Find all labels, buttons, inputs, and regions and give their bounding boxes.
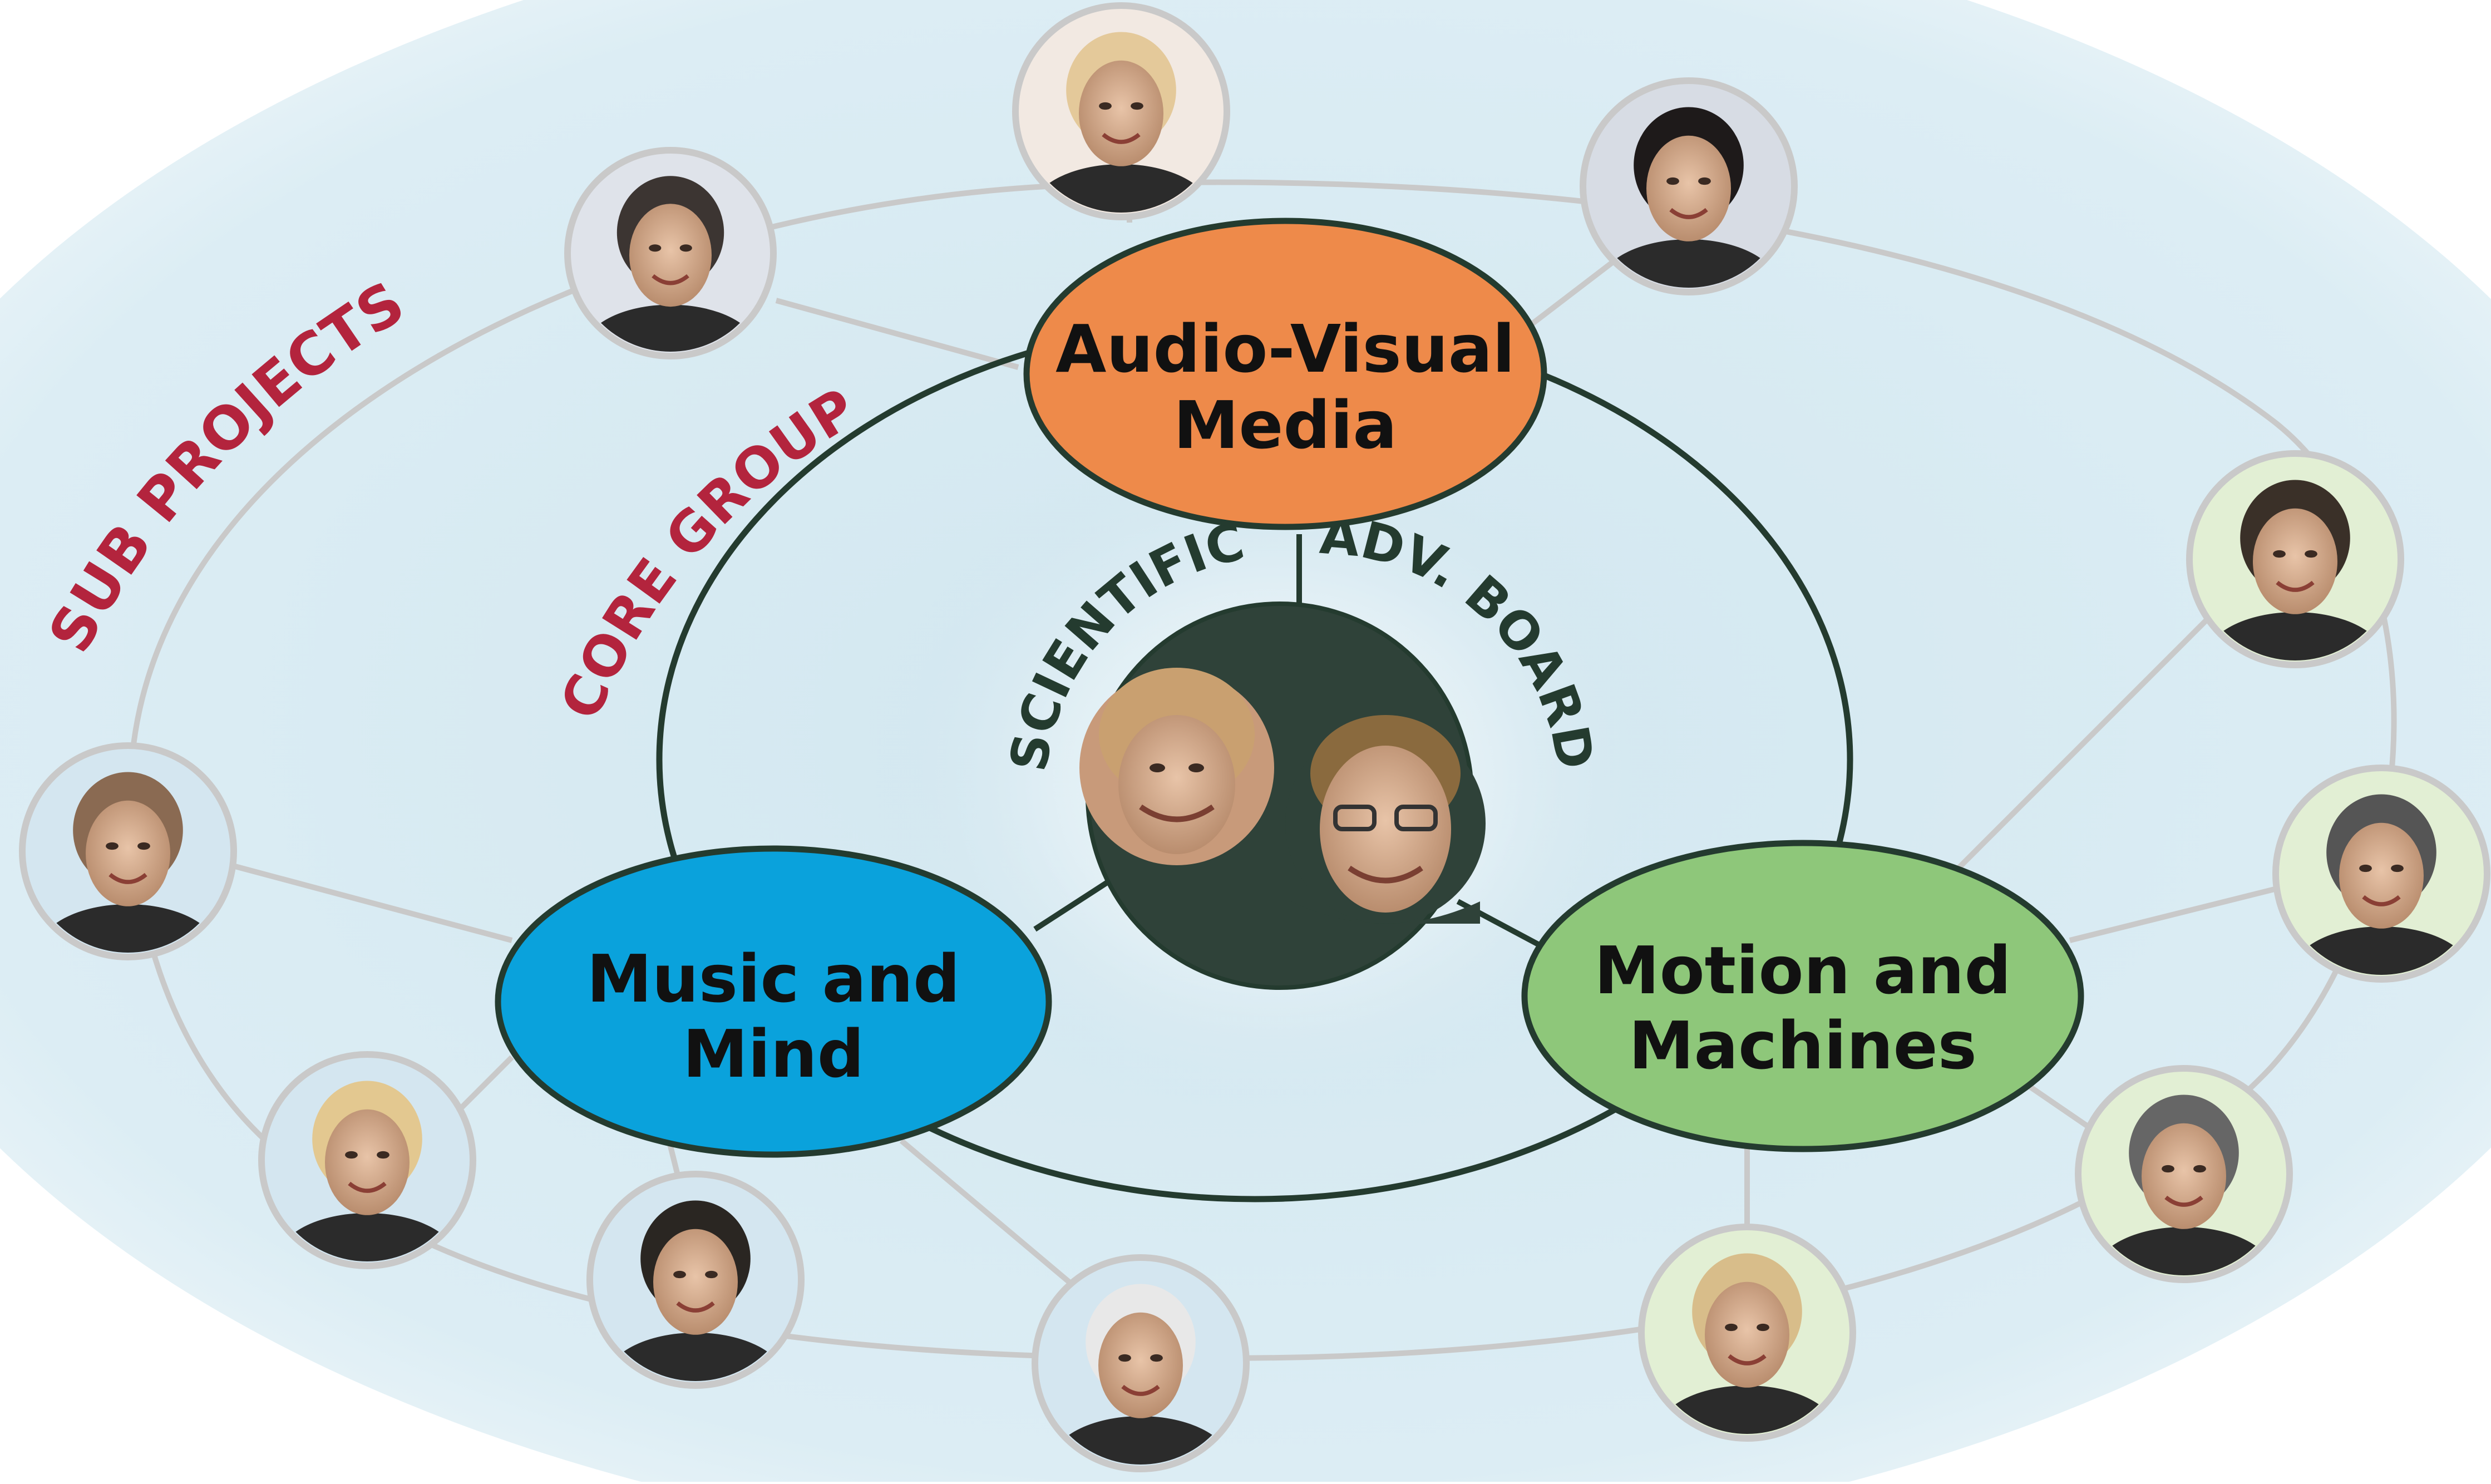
person-avatar-icon (2094, 1094, 2274, 1275)
member-photo-4 (2186, 450, 2404, 668)
group-label-line1: Audio-Visual (1055, 310, 1515, 387)
member-photo-2 (1012, 2, 1230, 220)
person-avatar-icon (1050, 1284, 1231, 1465)
group-label-line1: Motion and (1594, 932, 2011, 1009)
person-avatar-icon (605, 1200, 786, 1381)
member-photo-5 (2272, 765, 2490, 983)
person-avatar-icon (2205, 480, 2385, 660)
member-photo-6 (2075, 1065, 2293, 1283)
person-avatar-icon (38, 772, 218, 953)
group-label-line2: Mind (683, 1015, 864, 1092)
person-avatar-icon (1657, 1253, 1837, 1434)
person-avatar-icon (277, 1081, 457, 1261)
member-photo-9 (586, 1171, 805, 1389)
group-music-and-mind: Music and Mind (495, 845, 1052, 1158)
member-photo-11 (19, 742, 237, 960)
person-avatar-icon (1599, 107, 1779, 288)
person-avatar-icon (2291, 794, 2472, 975)
member-photo-7 (1638, 1224, 1856, 1442)
member-photo-8 (1032, 1254, 1250, 1472)
advisory-photo-1 (1079, 668, 1274, 865)
member-photo-3 (1580, 77, 1798, 295)
group-label-line2: Media (1173, 387, 1397, 464)
group-label-line1: Music and (586, 940, 960, 1017)
member-photos (19, 2, 2490, 1472)
person-avatar-icon (583, 176, 758, 352)
member-photo-1 (564, 147, 777, 359)
group-audio-visual-media: Audio-Visual Media (1023, 218, 1547, 530)
group-label-line2: Machines (1629, 1007, 1977, 1084)
group-motion-and-machines: Motion and Machines (1521, 840, 2084, 1152)
person-avatar-icon (1031, 32, 1211, 213)
advisory-photo-2 (1285, 715, 1486, 924)
member-photo-10 (258, 1051, 476, 1269)
